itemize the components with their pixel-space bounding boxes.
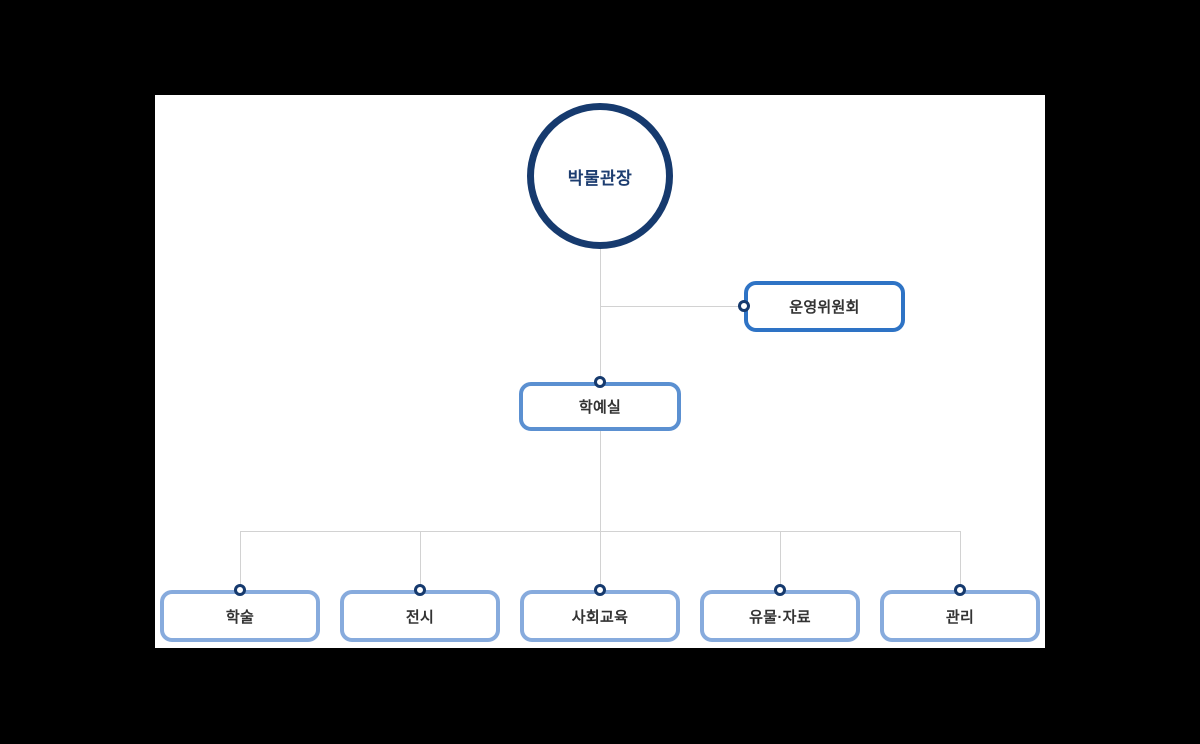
node-dept-academic-label: 학술 (225, 608, 255, 626)
connector-distributor (240, 531, 960, 532)
connector-drop-dept-3 (780, 531, 781, 590)
connector-dot-dept-4 (954, 584, 966, 596)
node-dept-artifacts-label: 유물·자료 (749, 608, 811, 626)
connector-office-to-distributor (600, 431, 601, 590)
connector-drop-dept-1 (420, 531, 421, 590)
node-committee-label: 운영위원회 (789, 299, 860, 316)
node-museum-director[interactable]: 박물관장 (527, 103, 673, 249)
connector-dot-dept-3 (774, 584, 786, 596)
connector-dot-dept-1 (414, 584, 426, 596)
node-dept-social-education-label: 사회교육 (571, 608, 629, 626)
connector-dot-committee (738, 300, 750, 312)
node-committee[interactable]: 운영위원회 (744, 281, 905, 332)
connector-dot-dept-2 (594, 584, 606, 596)
connector-drop-dept-0 (240, 531, 241, 590)
node-office-label: 학예실 (578, 399, 622, 416)
node-dept-management[interactable]: 관리 (880, 590, 1040, 642)
node-museum-director-label: 박물관장 (567, 168, 633, 188)
node-dept-academic[interactable]: 학술 (160, 590, 320, 642)
node-dept-exhibition[interactable]: 전시 (340, 590, 500, 642)
connector-dot-dept-0 (234, 584, 246, 596)
node-office[interactable]: 학예실 (519, 382, 681, 431)
connector-branch-to-committee (600, 306, 744, 307)
node-dept-social-education[interactable]: 사회교육 (520, 590, 680, 642)
connector-dot-office (594, 376, 606, 388)
node-dept-artifacts[interactable]: 유물·자료 (700, 590, 860, 642)
node-dept-exhibition-label: 전시 (405, 608, 435, 626)
org-chart-panel: 박물관장 운영위원회 학예실 학술 전시 사회교육 유물·자료 관리 (155, 95, 1045, 648)
connector-root-to-office (600, 249, 601, 383)
connector-drop-dept-4 (960, 531, 961, 590)
node-dept-management-label: 관리 (945, 608, 975, 626)
